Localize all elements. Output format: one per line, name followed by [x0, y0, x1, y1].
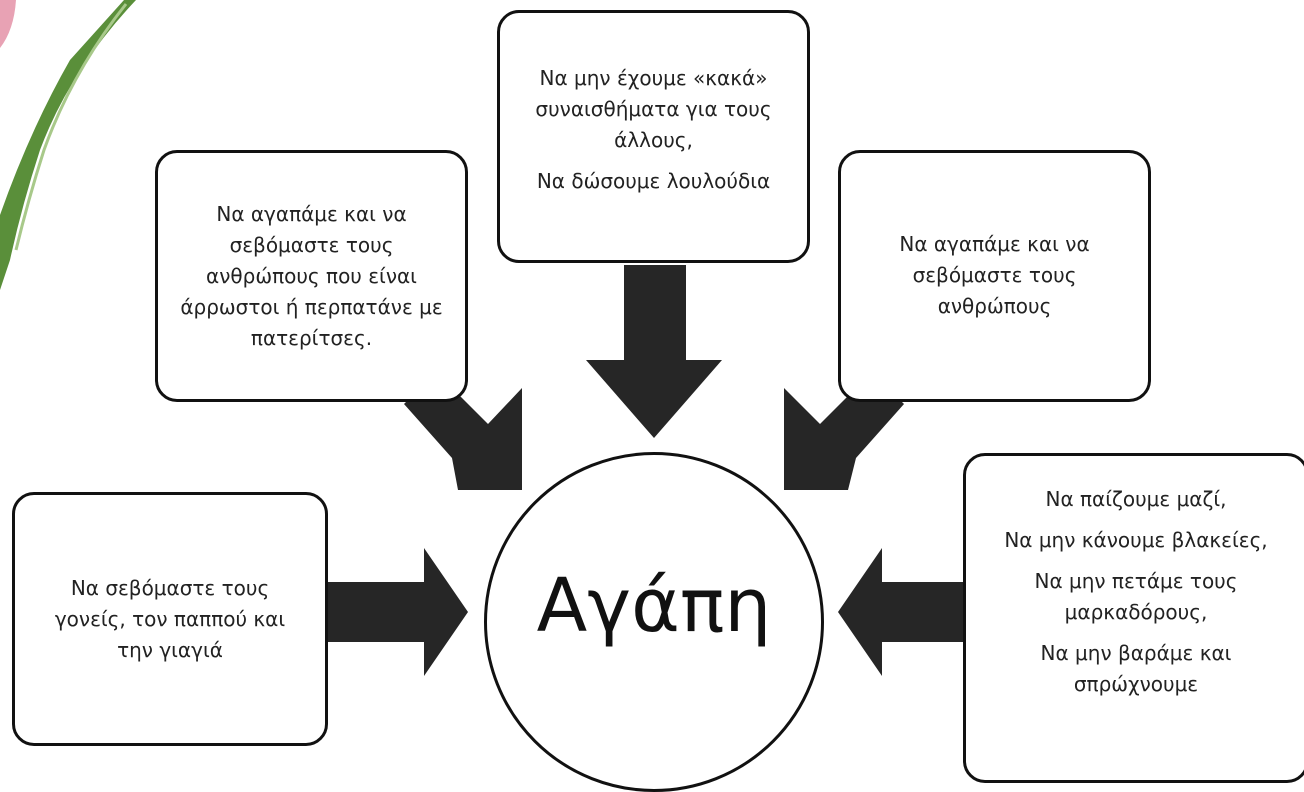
box-right-line-2: Να μην κάνουμε βλακείες,	[1004, 528, 1268, 552]
arrow-left	[326, 548, 468, 676]
box-upper-right-text: Να αγαπάμε και να σεβόμαστε τους ανθρώπο…	[899, 232, 1090, 318]
box-top-line-2: Να δώσουμε λουλούδια	[536, 169, 771, 193]
box-upper-right: Να αγαπάμε και να σεβόμαστε τους ανθρώπο…	[838, 150, 1151, 402]
tulip-decoration	[0, 0, 136, 290]
tulip-petal	[0, 0, 16, 48]
box-left-text: Να σεβόμαστε τους γονείς, τον παππού και…	[54, 575, 286, 662]
box-right-line-1: Να παίζουμε μαζί,	[1045, 487, 1227, 511]
center-label: Αγάπη	[536, 563, 772, 649]
box-right-line-4: Να μην βαράμε και σπρώχνουμε	[1040, 641, 1232, 696]
box-left: Να σεβόμαστε τους γονείς, τον παππού και…	[12, 492, 328, 746]
box-right-line-3: Να μην πετάμε τους μαρκαδόρους,	[1034, 569, 1238, 624]
arrow-top	[586, 265, 722, 438]
tulip-leaf-highlight	[14, 3, 128, 251]
box-right: Να παίζουμε μαζί, Να μην κάνουμε βλακείε…	[963, 453, 1304, 783]
center-circle: Αγάπη	[484, 452, 824, 792]
arrow-right	[838, 548, 966, 676]
box-upper-left: Να αγαπάμε και να σεβόμαστε τους ανθρώπο…	[155, 150, 468, 402]
box-upper-left-text: Να αγαπάμε και να σεβόμαστε τους ανθρώπο…	[180, 201, 443, 350]
box-top: Να μην έχουμε «κακά» συναισθήματα για το…	[497, 10, 810, 263]
box-top-line-1: Να μην έχουμε «κακά» συναισθήματα για το…	[535, 66, 772, 152]
